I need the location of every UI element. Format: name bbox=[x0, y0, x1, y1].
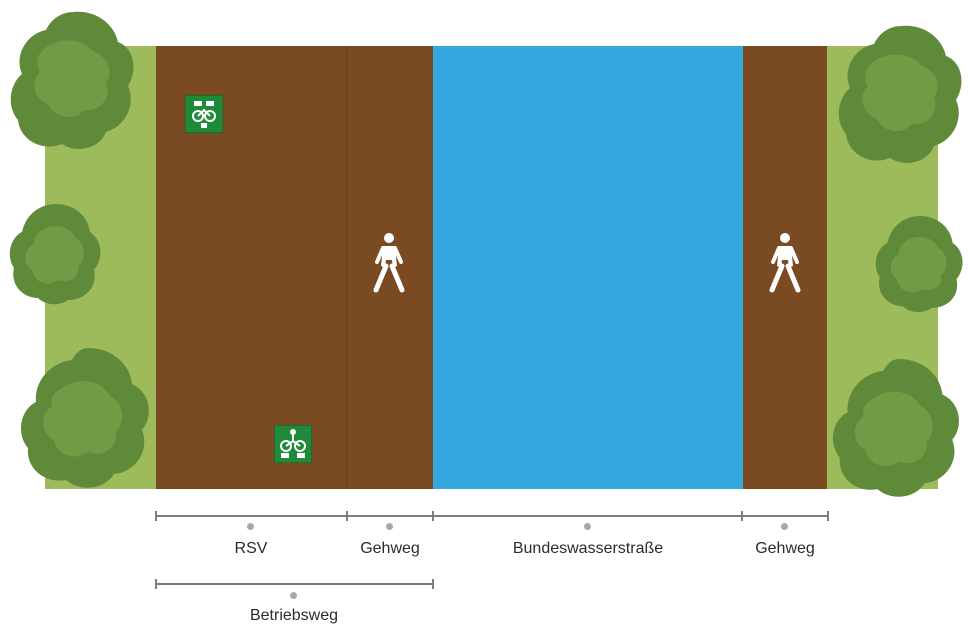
label-gehweg-right: Gehweg bbox=[755, 540, 815, 557]
tree-icon bbox=[10, 11, 134, 149]
pedestrian-icon bbox=[769, 233, 801, 293]
label-gehweg-left: Gehweg bbox=[360, 540, 420, 557]
dimension-bar bbox=[155, 583, 434, 585]
bike-route-sign-icon bbox=[274, 425, 312, 463]
label-marker bbox=[781, 523, 788, 530]
tree-icon bbox=[9, 204, 101, 305]
pedestrian-icon bbox=[373, 233, 405, 293]
dimension-bar bbox=[155, 515, 829, 517]
label-betriebsweg: Betriebsweg bbox=[249, 607, 339, 624]
label-marker bbox=[584, 523, 591, 530]
dimension-tick bbox=[741, 511, 743, 521]
dimension-line bbox=[155, 511, 829, 521]
dimension-tick bbox=[827, 511, 829, 521]
label-marker bbox=[247, 523, 254, 530]
dimension-line bbox=[155, 579, 434, 589]
dimension-tick bbox=[346, 511, 348, 521]
footpath-right bbox=[743, 46, 827, 489]
tree-icon bbox=[832, 359, 959, 497]
lane-divider bbox=[346, 46, 347, 489]
tree-icon bbox=[21, 348, 149, 488]
dimension-tick bbox=[432, 579, 434, 589]
label-marker bbox=[290, 592, 297, 599]
dimension-tick bbox=[155, 579, 157, 589]
label-rsv: RSV bbox=[234, 540, 268, 557]
label-marker bbox=[386, 523, 393, 530]
dimension-tick bbox=[155, 511, 157, 521]
waterway bbox=[433, 46, 743, 489]
bike-route-sign-icon bbox=[185, 95, 223, 133]
tree-icon bbox=[875, 216, 963, 313]
dimension-tick bbox=[432, 511, 434, 521]
label-waterway: Bundeswasserstraße bbox=[512, 540, 664, 557]
tree-icon bbox=[838, 25, 962, 163]
